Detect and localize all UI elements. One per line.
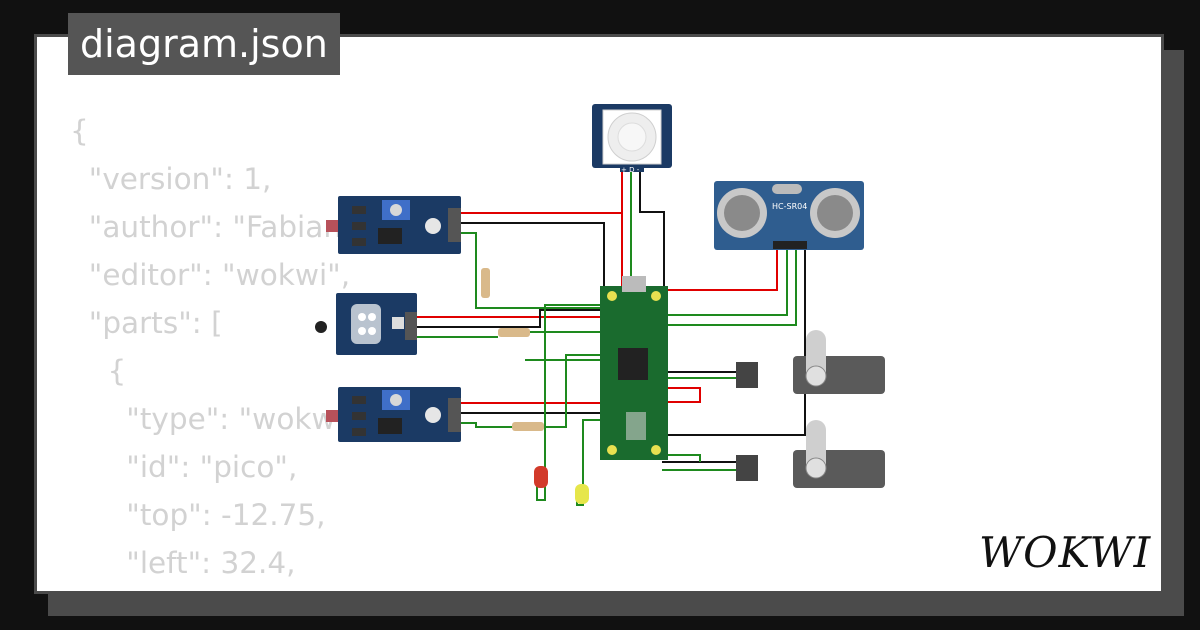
code-background: { "version": 1, "author": "Fabian "edito… bbox=[70, 107, 350, 587]
code-line: "author": "Fabian bbox=[70, 210, 343, 244]
wire-red bbox=[662, 250, 778, 291]
resistor bbox=[512, 422, 544, 431]
code-line: "version": 1, bbox=[70, 162, 272, 196]
wire-black bbox=[417, 309, 600, 328]
code-line: "editor": "wokwi", bbox=[70, 258, 351, 292]
code-line: { bbox=[70, 114, 89, 148]
ultrasonic-sensor: HC-SR04 bbox=[714, 181, 864, 250]
wire-green bbox=[662, 250, 788, 316]
leds bbox=[534, 466, 589, 504]
ldr-module-bottom bbox=[326, 387, 461, 442]
wire-black bbox=[639, 168, 665, 295]
pir-pin-labels: + D - bbox=[621, 166, 640, 174]
servo-bottom bbox=[736, 420, 885, 488]
wire-black bbox=[662, 250, 806, 436]
wire-green bbox=[576, 419, 600, 506]
code-line: "left": 32.4, bbox=[70, 546, 296, 580]
wokwi-logo: WOKWI bbox=[979, 528, 1151, 577]
wire-red bbox=[662, 387, 701, 403]
pir-sensor: + D - bbox=[592, 104, 672, 174]
file-tab: diagram.json bbox=[68, 13, 340, 75]
code-line: { bbox=[70, 354, 127, 388]
wires bbox=[417, 168, 806, 506]
wire-black bbox=[461, 222, 605, 292]
servo-top bbox=[736, 330, 885, 394]
wire-green bbox=[536, 304, 600, 501]
ultrasonic-label: HC-SR04 bbox=[772, 202, 807, 211]
led-red bbox=[534, 466, 548, 488]
code-line: "top": -12.75, bbox=[70, 498, 326, 532]
ldr-module-top bbox=[326, 196, 461, 254]
wire-green bbox=[461, 422, 512, 428]
code-line: "id": "pico", bbox=[70, 450, 298, 484]
wire-green bbox=[461, 232, 600, 309]
resistor bbox=[498, 328, 530, 337]
wire-red bbox=[461, 402, 613, 410]
wire-green bbox=[662, 250, 797, 326]
led-yellow bbox=[575, 484, 589, 504]
code-line: "parts": [ bbox=[70, 306, 223, 340]
wire-green bbox=[544, 354, 600, 428]
temperature-module bbox=[315, 293, 417, 355]
raspberry-pi-pico bbox=[600, 276, 668, 460]
resistors bbox=[481, 268, 544, 431]
svg-text:WOKWI: WOKWI bbox=[979, 528, 1151, 577]
wire-green bbox=[662, 454, 701, 462]
resistor bbox=[481, 268, 490, 298]
